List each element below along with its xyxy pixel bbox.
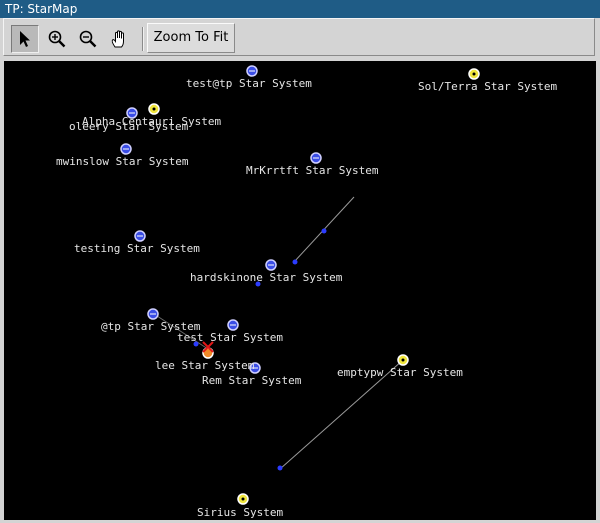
system-emptypw[interactable] <box>397 354 409 366</box>
system-label: mwinslow Star System <box>56 155 189 168</box>
system-oleery[interactable] <box>126 107 138 119</box>
hand-icon <box>111 30 124 48</box>
toolbar-separator <box>142 27 144 51</box>
system-alpha-centauri[interactable] <box>148 103 160 115</box>
magnifier-minus-icon <box>79 30 97 48</box>
window-title: TP: StarMap <box>5 2 78 16</box>
system-rem[interactable] <box>249 362 261 374</box>
system-label: hardskinone Star System <box>190 271 343 284</box>
star-map-canvas[interactable]: test@tp Star System Sol/Terra Star Syste… <box>4 61 596 520</box>
zoom-out-button[interactable] <box>74 25 102 53</box>
system-label: emptypw Star System <box>337 366 463 379</box>
zoom-to-fit-button[interactable]: Zoom To Fit <box>147 23 235 53</box>
pan-button[interactable] <box>105 25 133 53</box>
system-hardskinone[interactable] <box>265 259 277 271</box>
fleet-route-line <box>279 359 404 470</box>
title-bar[interactable]: TP: StarMap <box>0 0 600 18</box>
system-mrkrrtft[interactable] <box>310 152 322 164</box>
system-sol-terra[interactable] <box>468 68 480 80</box>
fleet-marker[interactable] <box>277 465 283 471</box>
system-label: @tp Star System <box>101 320 201 333</box>
fleet-marker[interactable] <box>255 281 261 287</box>
arrow-pointer-icon <box>20 31 30 47</box>
system-at-tp[interactable] <box>147 308 159 320</box>
fleet-route-line <box>153 313 209 350</box>
system-label: Alpha Centauri System <box>82 115 221 128</box>
system-test[interactable] <box>227 319 239 331</box>
system-label: test@tp Star System <box>186 77 312 90</box>
system-label: oleery Star System <box>69 120 189 133</box>
zoom-in-button[interactable] <box>43 25 71 53</box>
system-label: lee Star System <box>155 359 255 372</box>
system-label: Sirius System <box>197 506 283 519</box>
fleet-marker[interactable] <box>321 228 327 234</box>
system-testing[interactable] <box>134 230 146 242</box>
system-label: MrKrrtft Star System <box>246 164 379 177</box>
system-label: Rem Star System <box>202 374 302 387</box>
star-map-svg: test@tp Star System Sol/Terra Star Syste… <box>56 65 557 519</box>
system-label: Sol/Terra Star System <box>418 80 557 93</box>
fleet-marker[interactable] <box>292 259 298 265</box>
system-label: test Star System <box>177 331 283 344</box>
select-tool-button[interactable] <box>11 25 39 53</box>
magnifier-plus-icon <box>48 30 66 48</box>
toolbar: Zoom To Fit <box>3 18 595 56</box>
fleet-marker[interactable] <box>193 341 199 347</box>
selection-marker <box>202 341 214 353</box>
system-label: testing Star System <box>74 242 200 255</box>
system-test-at-tp[interactable] <box>246 65 258 77</box>
system-sirius[interactable] <box>237 493 249 505</box>
system-mwinslow[interactable] <box>120 143 132 155</box>
